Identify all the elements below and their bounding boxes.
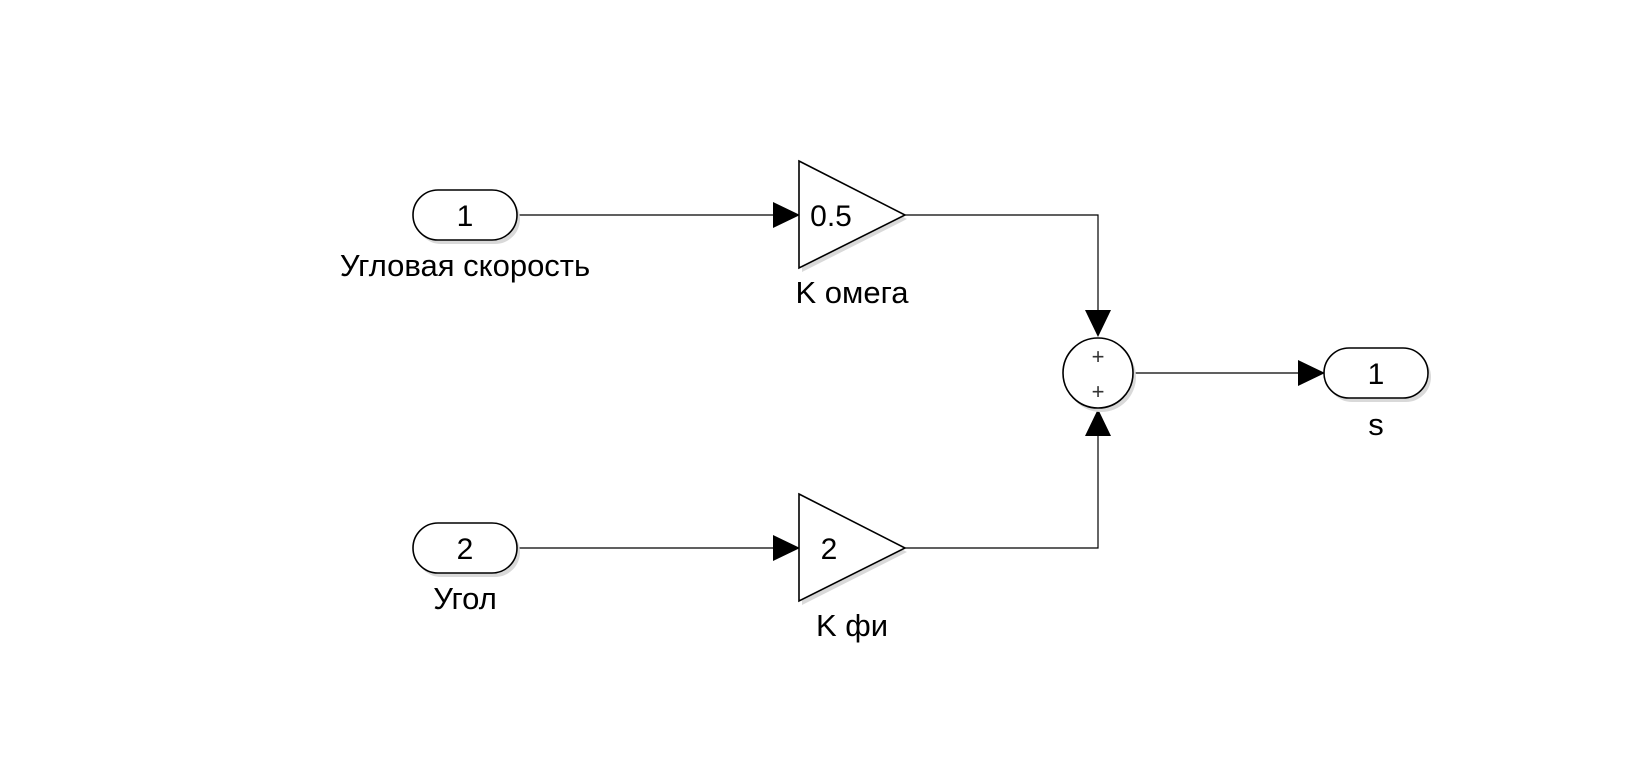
outport-1-label: s (1368, 407, 1384, 442)
inport-1-label: Угловая скорость (340, 248, 590, 283)
sum-sign-bottom: + (1092, 379, 1105, 404)
gain-1-block[interactable]: 0.5 (798, 159, 907, 272)
inport-1-block[interactable]: 1 (412, 189, 520, 244)
wire-gain1-to-sum (905, 214, 1099, 312)
arrowhead-outport-input (1298, 360, 1325, 386)
gain-2-value: 2 (821, 533, 838, 566)
inport-2-number: 2 (457, 533, 474, 566)
gain-2-block[interactable]: 2 (798, 492, 907, 605)
outport-1-block[interactable]: 1 (1323, 347, 1431, 402)
arrowhead-gain1-input (773, 202, 800, 228)
sum-block[interactable]: + + (1062, 337, 1136, 412)
outport-1-number: 1 (1368, 358, 1385, 391)
arrowhead-sum-top-input (1085, 310, 1111, 337)
gain-2-label: K фи (816, 608, 888, 643)
arrowhead-gain2-input (773, 535, 800, 561)
inport-2-label: Угол (433, 581, 497, 616)
gain-1-value: 0.5 (810, 200, 852, 233)
wire-gain2-to-sum (905, 434, 1099, 549)
inport-1-number: 1 (457, 200, 474, 233)
arrowhead-sum-bottom-input (1085, 409, 1111, 436)
inport-2-block[interactable]: 2 (412, 522, 520, 577)
gain-1-label: K омега (796, 275, 910, 310)
sum-sign-top: + (1092, 344, 1105, 369)
